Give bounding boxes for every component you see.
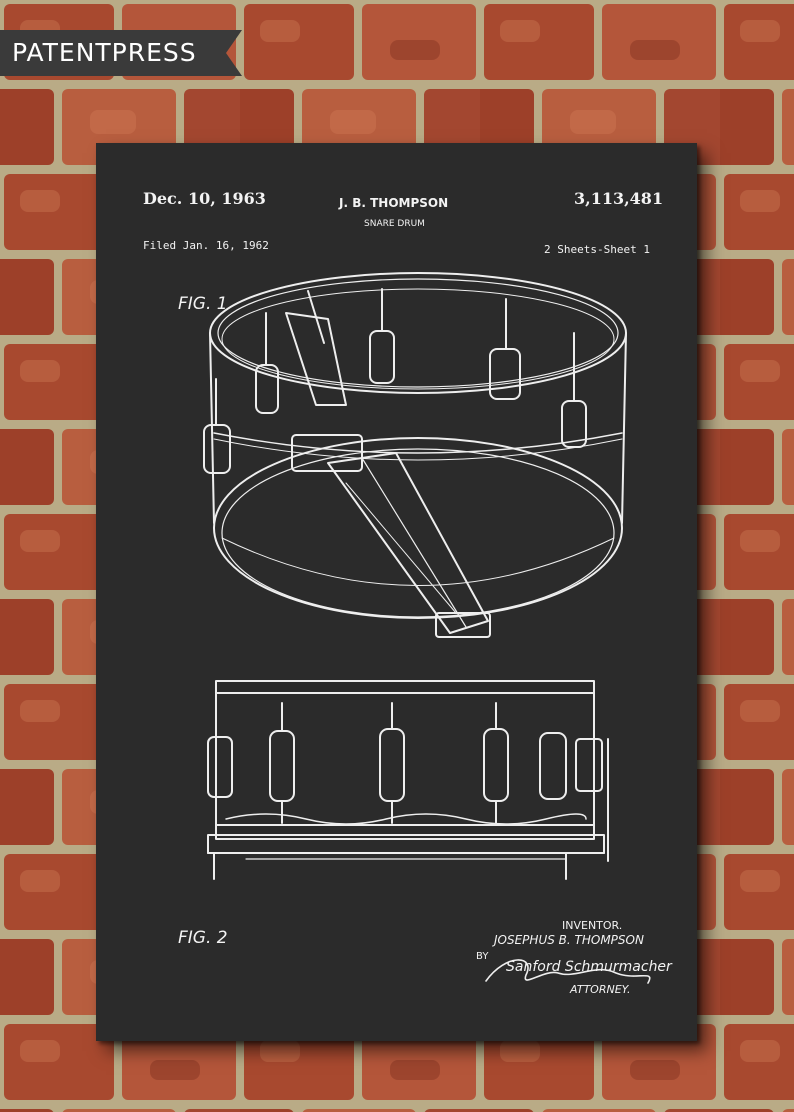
patent-date: Dec. 10, 1963 [143, 189, 266, 208]
filed-date: Filed Jan. 16, 1962 [143, 239, 269, 252]
inventor-header: J. B. THOMPSON [339, 196, 449, 210]
attorney-caption: ATTORNEY. [570, 983, 631, 996]
attorney-signature-stroke [485, 959, 651, 984]
by-label: BY [476, 951, 489, 962]
brand-name: PATENTPRESS [12, 38, 197, 67]
figure-2-label: FIG. 2 [178, 928, 228, 948]
figure-1-drawing [203, 272, 627, 638]
attorney-signature: Sanford Schmurmacher [506, 959, 672, 975]
patent-title: SNARE DRUM [364, 219, 425, 229]
inventor-caption: INVENTOR. [562, 919, 623, 932]
patent-number: 3,113,481 [574, 189, 664, 208]
snare-drum-drawing [203, 272, 651, 984]
inventor-name: JOSEPHUS B. THOMPSON [494, 933, 644, 947]
patent-poster: Dec. 10, 1963 J. B. THOMPSON 3,113,481 S… [96, 143, 697, 1041]
brand-banner [0, 30, 242, 76]
figure-2-drawing [207, 680, 609, 880]
sheet-count: 2 Sheets-Sheet 1 [544, 243, 650, 256]
figure-1-label: FIG. 1 [178, 294, 228, 314]
